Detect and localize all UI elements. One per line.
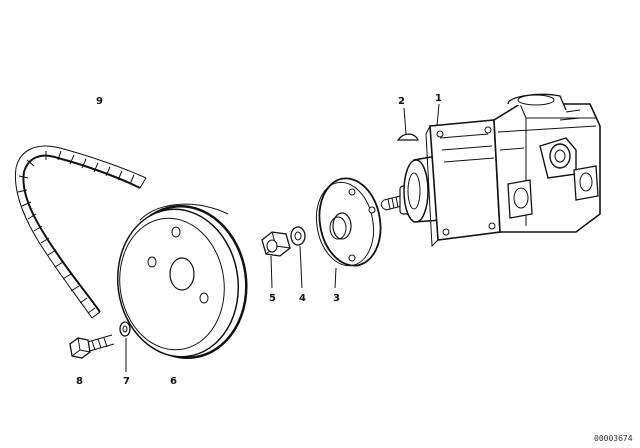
woodruff-key-icon bbox=[396, 133, 420, 141]
washer-icon bbox=[290, 226, 306, 246]
v-belt-pulley-icon bbox=[116, 203, 248, 360]
callout-4: 4 bbox=[299, 293, 306, 304]
leader-line-3 bbox=[334, 267, 337, 289]
callout-6: 6 bbox=[170, 376, 177, 387]
callout-1: 1 bbox=[435, 93, 442, 104]
callout-9: 9 bbox=[96, 96, 103, 107]
v-belt-icon bbox=[14, 145, 147, 319]
leader-line-5 bbox=[270, 255, 273, 289]
leader-line-4 bbox=[299, 245, 303, 289]
callout-3: 3 bbox=[333, 293, 340, 304]
callout-7: 7 bbox=[123, 376, 130, 387]
callout-labels: 9 2 1 3 4 5 6 7 8 bbox=[76, 93, 442, 387]
callout-8: 8 bbox=[76, 376, 83, 387]
callout-2: 2 bbox=[398, 96, 405, 107]
hex-bolt-icon bbox=[69, 334, 115, 359]
leader-lines bbox=[125, 103, 440, 372]
leader-line-1 bbox=[436, 103, 440, 127]
leader-line-2 bbox=[403, 107, 407, 135]
power-steering-pump-icon bbox=[380, 93, 601, 248]
callout-5: 5 bbox=[269, 293, 276, 304]
reference-code: 00003674 bbox=[594, 434, 633, 443]
spring-washer-icon bbox=[119, 321, 131, 337]
hex-nut-icon bbox=[261, 231, 291, 257]
hub-flange-icon bbox=[315, 177, 382, 267]
